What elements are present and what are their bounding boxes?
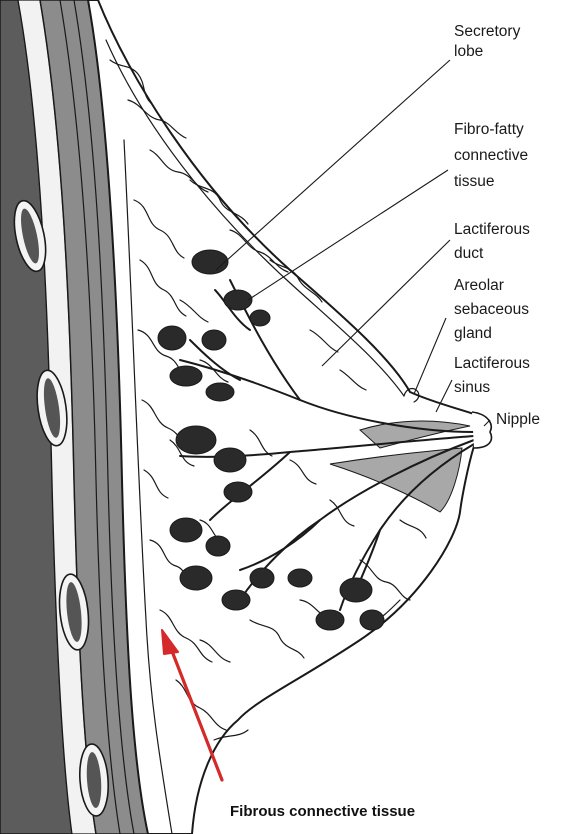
breast-outline (86, 0, 480, 834)
label-fibrous-connective-tissue: Fibrous connective tissue (230, 803, 415, 820)
svg-text:sinus: sinus (454, 379, 490, 396)
ribs (13, 199, 109, 817)
svg-text:gland: gland (454, 325, 492, 342)
svg-text:Lactiferous: Lactiferous (454, 355, 530, 372)
secretory-lobules (157, 249, 385, 631)
svg-text:duct: duct (454, 245, 484, 262)
label-areolar-gland: Areolar sebaceous gland (454, 277, 529, 342)
svg-text:Fibro-fatty: Fibro-fatty (454, 121, 524, 138)
svg-text:Lactiferous: Lactiferous (454, 221, 530, 238)
deep-fascia-line (123, 139, 173, 834)
muscle-fiber-line (59, 0, 121, 834)
svg-text:sebaceous: sebaceous (454, 301, 529, 318)
label-lactiferous-sinus: Lactiferous sinus (454, 355, 530, 396)
lower-sinus-shape (329, 447, 463, 513)
label-lactiferous-duct: Lactiferous duct (454, 221, 530, 262)
svg-text:tissue: tissue (454, 173, 495, 190)
subcutaneous-boundary (105, 39, 405, 397)
nipple-shape (471, 411, 493, 449)
svg-text:lobe: lobe (454, 43, 483, 60)
svg-text:Areolar: Areolar (454, 277, 504, 294)
label-secretory-lobe: Secretory lobe (454, 23, 521, 60)
label-nipple: Nipple (496, 411, 540, 428)
svg-text:connective: connective (454, 147, 528, 164)
areolar-gland-shape (403, 387, 420, 403)
muscle-fiber-line (73, 0, 135, 834)
leader-lines (215, 59, 491, 427)
label-fibro-fatty: Fibro-fatty connective tissue (454, 121, 528, 190)
red-arrow (161, 629, 224, 782)
svg-text:Secretory: Secretory (454, 23, 521, 40)
